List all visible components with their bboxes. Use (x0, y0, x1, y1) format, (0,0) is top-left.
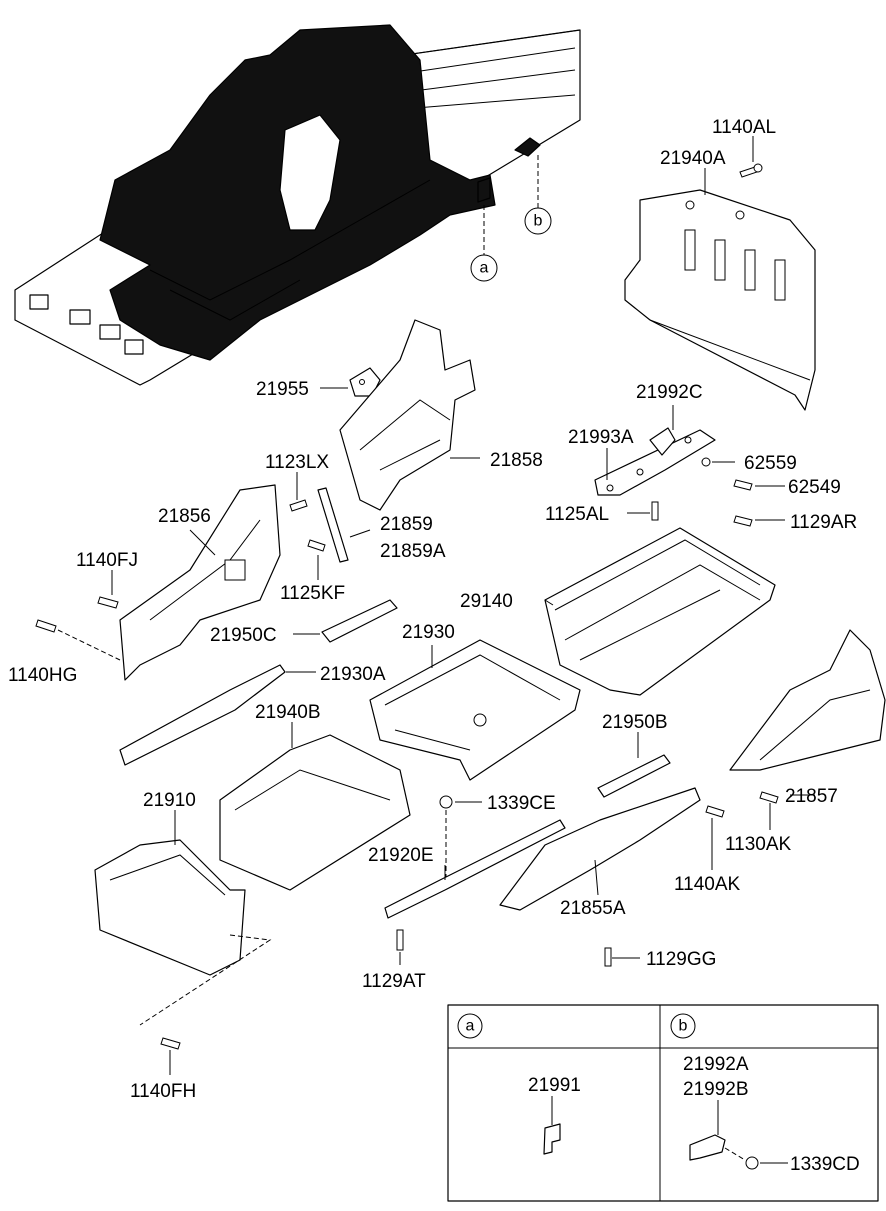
part-21856-side-panel (119, 484, 281, 681)
nuts-62559-62549 (701, 457, 753, 491)
label-1140FH: 1140FH (130, 1081, 196, 1102)
part-21859-strip (317, 487, 349, 563)
label-21930A: 21930A (320, 664, 386, 685)
table-b-part-21992A: 21992A (683, 1054, 749, 1075)
bolt-1129GG (604, 947, 612, 967)
part-29140-tray (544, 527, 776, 696)
label-62559: 62559 (744, 453, 797, 474)
label-21857: 21857 (785, 786, 838, 807)
vehicle-frame-illustration (14, 24, 581, 386)
bolt-1140FJ (97, 596, 119, 609)
part-21940B-floor (219, 734, 411, 891)
bolt-1140HG (35, 619, 121, 661)
part-21910-rear-floor (94, 839, 272, 1026)
label-1129GG: 1129GG (646, 949, 716, 970)
label-21859: 21859 (380, 514, 433, 535)
label-1130AK: 1130AK (725, 834, 792, 855)
label-1125AL: 1125AL (545, 504, 609, 525)
label-21859A: 21859A (380, 541, 446, 562)
label-21940A: 21940A (660, 148, 726, 169)
label-1140AL: 1140AL (712, 117, 776, 138)
label-21856: 21856 (158, 506, 211, 527)
label-21992C: 21992C (636, 382, 703, 403)
table-header-a: a (457, 1013, 483, 1039)
label-1140HG: 1140HG (8, 665, 77, 686)
bolt-1140AK (705, 805, 725, 818)
table-a-part-21991: 21991 (528, 1075, 581, 1096)
svg-text:a: a (466, 1018, 475, 1035)
label-21955: 21955 (256, 379, 309, 400)
part-21857-rear-panel (729, 629, 886, 771)
label-1140FJ: 1140FJ (76, 550, 138, 571)
label-21993A: 21993A (568, 427, 634, 448)
detail-table: a b 21991 21992A 21992B 1339CD (447, 1004, 879, 1202)
table-header-b: b (670, 1013, 696, 1039)
label-1125KF: 1125KF (280, 583, 345, 604)
bracket-21992A-icon (689, 1134, 726, 1161)
bolt-1140FH (160, 1037, 181, 1050)
label-21858: 21858 (490, 450, 543, 471)
part-21855A-side-member (499, 787, 701, 911)
table-b-part-21992B: 21992B (683, 1079, 749, 1100)
part-labels: 1140AL 21940A 21955 21992C 21993A 62559 … (8, 117, 857, 1102)
bolt-1129AR (733, 515, 753, 527)
svg-text:b: b (534, 213, 543, 230)
label-29140: 29140 (460, 591, 513, 612)
label-21855A: 21855A (560, 898, 626, 919)
label-62549: 62549 (788, 477, 841, 498)
svg-text:b: b (679, 1018, 688, 1035)
leader-lines (111, 136, 815, 1075)
part-21930-floor-pan (369, 639, 581, 781)
label-1129AR: 1129AR (790, 512, 857, 533)
clip-21991-icon (543, 1123, 561, 1155)
bolt-1125AL (651, 501, 659, 521)
label-21910: 21910 (143, 790, 196, 811)
label-21950B: 21950B (602, 712, 668, 733)
label-21930: 21930 (402, 622, 455, 643)
part-21950C-plate (321, 599, 398, 643)
bolt-1140AL (739, 163, 763, 178)
part-21920E-member (384, 819, 566, 919)
label-1339CE: 1339CE (487, 793, 556, 814)
label-1123LX: 1123LX (265, 452, 329, 473)
part-21858-bracket (339, 319, 476, 511)
label-21920E: 21920E (368, 845, 434, 866)
table-b-part-1339CD: 1339CD (790, 1154, 860, 1175)
part-21940A-panel (624, 189, 816, 411)
nut-1339CE (439, 795, 453, 880)
svg-text:a: a (480, 260, 489, 277)
bolt-1130AK (759, 791, 779, 804)
part-21992C-21993A-bracket (594, 427, 716, 496)
bolt-1123LX (289, 499, 308, 512)
label-21950C: 21950C (210, 625, 277, 646)
nut-1339CD-icon (745, 1156, 759, 1170)
label-21940B: 21940B (255, 702, 321, 723)
callout-a: a (470, 205, 498, 282)
label-1129AT: 1129AT (362, 971, 426, 992)
bolt-1129AT (396, 929, 404, 951)
part-21950B-plate (597, 754, 671, 798)
bolt-1125KF (307, 539, 326, 552)
part-21930A-member (119, 664, 286, 766)
callout-b: b (524, 155, 552, 235)
label-1140AK: 1140AK (674, 874, 741, 895)
